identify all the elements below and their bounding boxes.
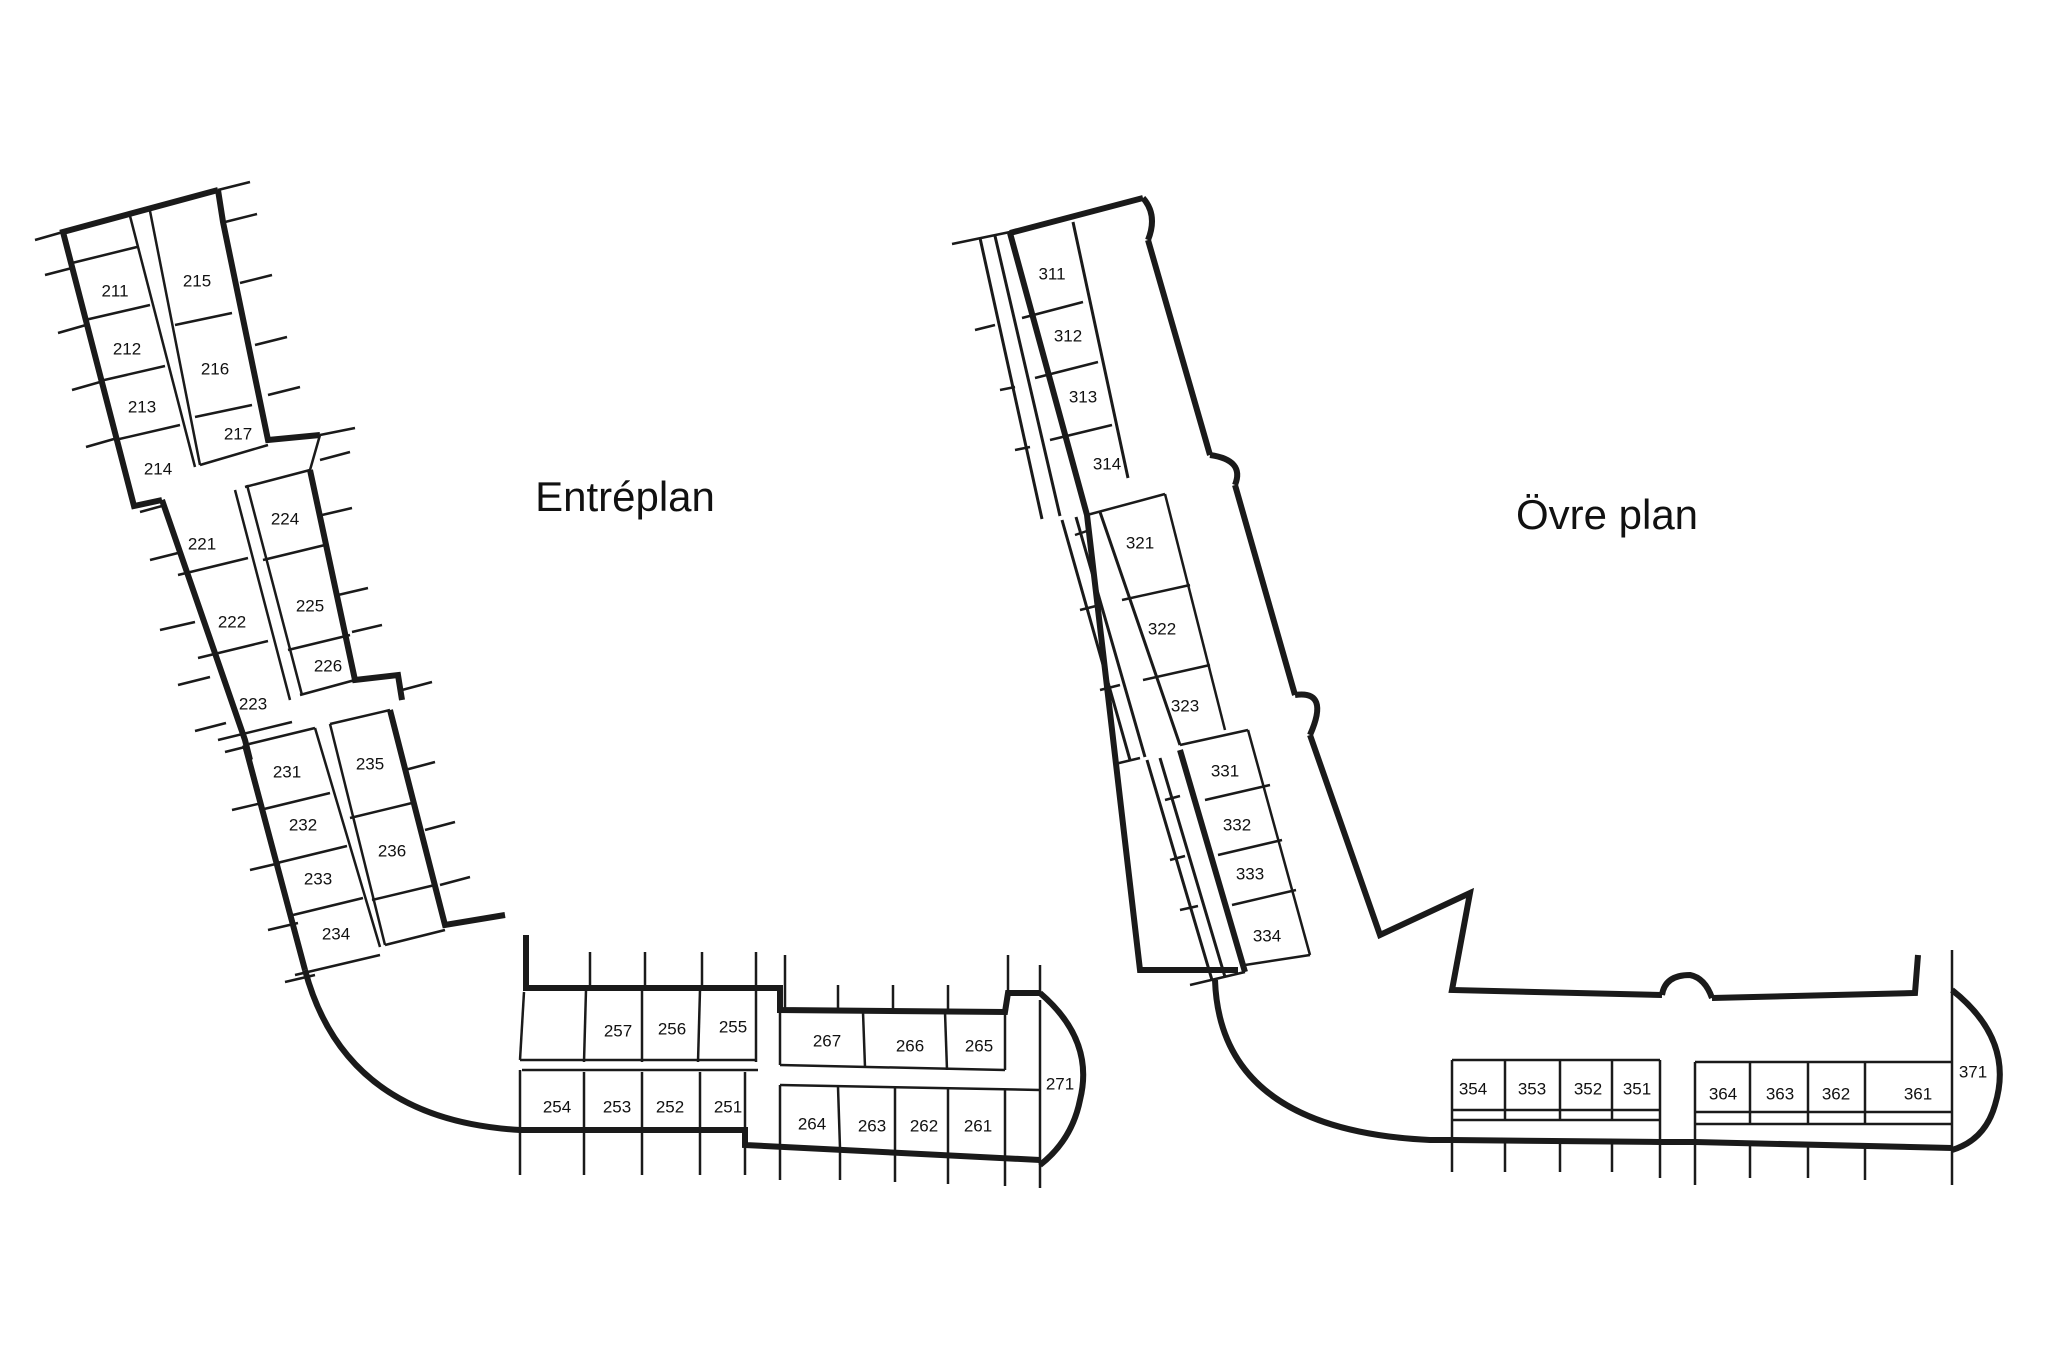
room-371: 371 xyxy=(1959,1062,1987,1081)
room-267: 267 xyxy=(813,1031,841,1050)
room-223: 223 xyxy=(239,694,267,713)
room-labels-ovre-plan: 311 312 313 314 321 322 323 331 332 333 … xyxy=(1038,264,1987,1103)
room-224: 224 xyxy=(271,509,299,528)
upper-wing-bottom xyxy=(1440,950,2003,1185)
room-252: 252 xyxy=(656,1097,684,1116)
room-354: 354 xyxy=(1459,1079,1487,1098)
room-322: 322 xyxy=(1148,619,1176,638)
room-362: 362 xyxy=(1822,1084,1850,1103)
floor-title-entreplan: Entréplan xyxy=(535,473,715,520)
room-221: 221 xyxy=(188,534,216,553)
room-222: 222 xyxy=(218,612,246,631)
room-257: 257 xyxy=(604,1021,632,1040)
room-271: 271 xyxy=(1046,1074,1074,1093)
room-211: 211 xyxy=(101,281,128,300)
room-266: 266 xyxy=(896,1036,924,1055)
room-212: 212 xyxy=(113,339,141,358)
room-353: 353 xyxy=(1518,1079,1546,1098)
room-262: 262 xyxy=(910,1116,938,1135)
room-333: 333 xyxy=(1236,864,1264,883)
room-215: 215 xyxy=(183,271,211,290)
room-225: 225 xyxy=(296,596,324,615)
room-232: 232 xyxy=(289,815,317,834)
room-251: 251 xyxy=(714,1097,742,1116)
room-265: 265 xyxy=(965,1036,993,1055)
room-235: 235 xyxy=(356,754,384,773)
room-314: 314 xyxy=(1093,454,1121,473)
room-labels-entreplan: 211 212 213 214 215 216 217 221 222 223 … xyxy=(101,271,1074,1135)
wing-bottom-left xyxy=(518,935,1087,1188)
room-323: 323 xyxy=(1171,696,1199,715)
room-216: 216 xyxy=(201,359,229,378)
room-352: 352 xyxy=(1574,1079,1602,1098)
room-264: 264 xyxy=(798,1114,826,1133)
room-312: 312 xyxy=(1054,326,1082,345)
room-254: 254 xyxy=(543,1097,571,1116)
room-214: 214 xyxy=(144,459,172,478)
upper-wing-31 xyxy=(951,221,1166,520)
room-361: 361 xyxy=(1904,1084,1932,1103)
room-332: 332 xyxy=(1223,815,1251,834)
room-311: 311 xyxy=(1038,264,1065,283)
room-234: 234 xyxy=(322,924,350,943)
upper-wing-32 xyxy=(1060,493,1249,766)
upper-wing-33 xyxy=(1145,729,1312,987)
floor-entreplan: Entréplan xyxy=(34,180,1087,1188)
room-351: 351 xyxy=(1623,1079,1651,1098)
room-321: 321 xyxy=(1126,533,1154,552)
room-263: 263 xyxy=(858,1116,886,1135)
wing-b xyxy=(139,434,433,761)
room-261: 261 xyxy=(964,1116,992,1135)
room-217: 217 xyxy=(224,424,252,443)
room-255: 255 xyxy=(719,1017,747,1036)
room-233: 233 xyxy=(304,869,332,888)
room-226: 226 xyxy=(314,656,342,675)
floor-title-ovre-plan: Övre plan xyxy=(1516,491,1698,538)
room-253: 253 xyxy=(603,1097,631,1116)
room-236: 236 xyxy=(378,841,406,860)
upper-outer-wall xyxy=(1007,195,1921,1001)
room-331: 331 xyxy=(1211,761,1239,780)
room-231: 231 xyxy=(273,762,301,781)
room-363: 363 xyxy=(1766,1084,1794,1103)
wing-c xyxy=(224,708,506,984)
room-313: 313 xyxy=(1069,387,1097,406)
room-334: 334 xyxy=(1253,926,1281,945)
room-213: 213 xyxy=(128,397,156,416)
wing-a xyxy=(34,180,356,510)
room-364: 364 xyxy=(1709,1084,1737,1103)
room-256: 256 xyxy=(658,1019,686,1038)
floor-ovre-plan: Övre plan xyxy=(951,195,2003,1185)
